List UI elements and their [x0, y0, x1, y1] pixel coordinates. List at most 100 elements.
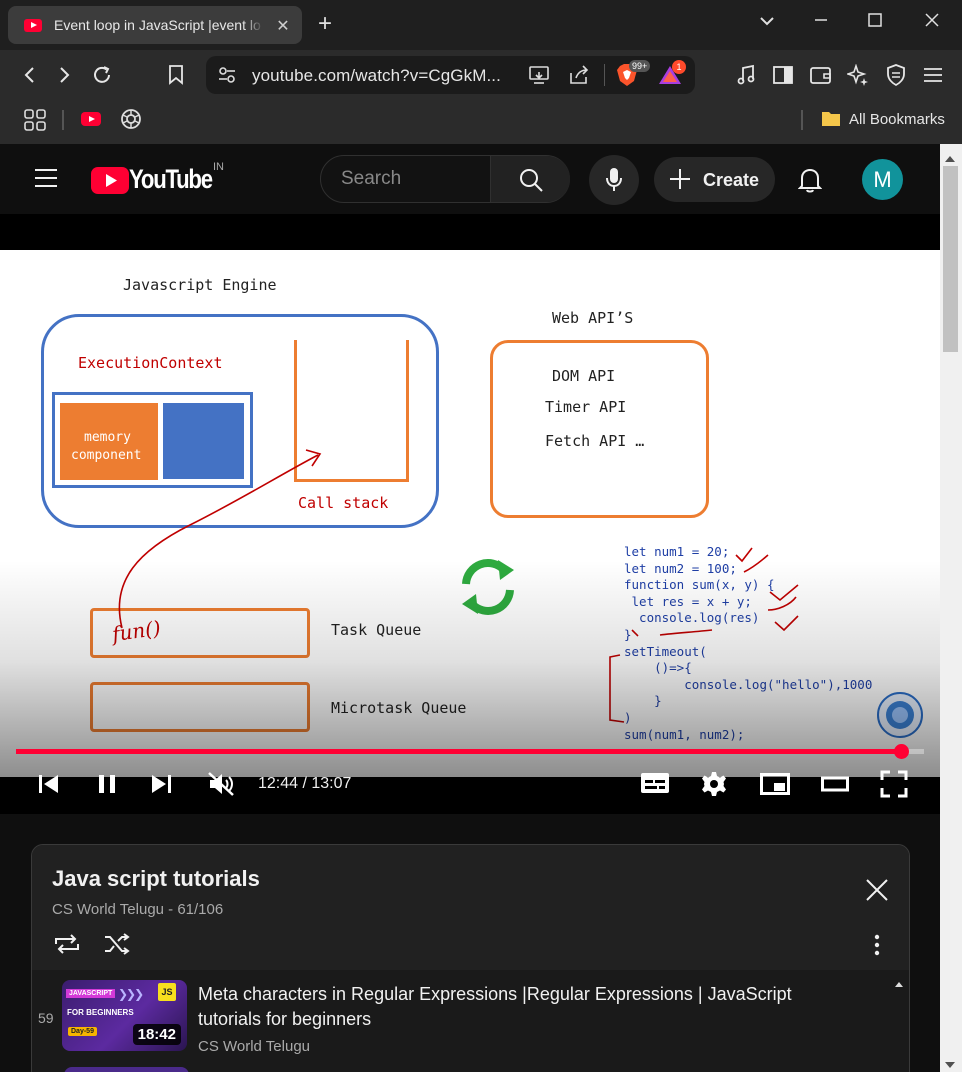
- close-playlist-icon[interactable]: [865, 878, 889, 907]
- create-label: Create: [703, 170, 760, 190]
- next-item-thumbnail[interactable]: [64, 1067, 189, 1072]
- search-bar: [320, 155, 570, 203]
- music-icon[interactable]: [733, 62, 759, 88]
- youtube-favicon-icon: [24, 18, 42, 32]
- hamburger-menu-icon[interactable]: [34, 169, 58, 192]
- code-component-box: [163, 403, 244, 479]
- progress-bar-played[interactable]: [16, 749, 901, 754]
- time-display: 12:44 / 13:07: [258, 775, 352, 792]
- page-scrollbar[interactable]: [940, 144, 962, 1072]
- playlist-items: 59 JAVASCRIPT ❯❯❯ JS FOR BEGINNERS Day-5…: [32, 970, 909, 1072]
- settings-gear-icon[interactable]: [701, 771, 727, 802]
- minimize-button[interactable]: [806, 13, 836, 32]
- scroll-up-arrow-icon[interactable]: [944, 150, 956, 168]
- share-icon[interactable]: [568, 65, 590, 90]
- playlist-panel: Java script tutorials CS World Telugu - …: [31, 844, 910, 1072]
- code-line: }: [624, 627, 632, 642]
- bookmarks-divider-right: [801, 110, 803, 130]
- search-box: [321, 156, 491, 202]
- thumb-js-logo: JS: [158, 983, 176, 1001]
- miniplayer-icon[interactable]: [760, 772, 790, 801]
- playlist-subtitle[interactable]: CS World Telugu - 61/106: [52, 901, 224, 918]
- call-stack-box: [294, 340, 409, 482]
- leo-ai-icon[interactable]: [845, 62, 871, 88]
- shields-badge: 99+: [629, 60, 651, 72]
- reload-button[interactable]: [89, 62, 115, 88]
- video-frame-slide: Javascript Engine ExecutionContext memor…: [0, 250, 940, 777]
- microphone-icon: [605, 167, 623, 198]
- browser-titlebar: Event loop in JavaScript |event lo ✕ +: [0, 0, 962, 50]
- notifications-bell-icon[interactable]: [797, 167, 823, 198]
- loop-playlist-icon[interactable]: [53, 933, 81, 960]
- playlist-title[interactable]: Java script tutorials: [52, 866, 260, 891]
- address-bar[interactable]: youtube.com/watch?v=CgGkM... 99+ 1: [206, 56, 695, 94]
- youtube-logo-icon[interactable]: [91, 167, 129, 199]
- code-line: ): [624, 710, 632, 725]
- subtitles-icon[interactable]: [640, 771, 670, 800]
- scroll-down-arrow-icon[interactable]: [944, 1056, 956, 1072]
- youtube-bookmark-icon[interactable]: [81, 112, 101, 126]
- close-window-button[interactable]: [917, 13, 947, 32]
- cast-icon[interactable]: [528, 65, 550, 90]
- next-icon[interactable]: [149, 772, 173, 801]
- voice-search-button[interactable]: [589, 155, 639, 205]
- brave-rewards-icon[interactable]: [658, 65, 682, 90]
- code-line: function sum(x, y) {: [624, 577, 775, 593]
- all-bookmarks-link[interactable]: All Bookmarks: [849, 111, 945, 128]
- panel-scroll-up-icon[interactable]: [894, 975, 904, 993]
- apps-grid-icon[interactable]: [24, 109, 46, 136]
- playlist-item-channel[interactable]: CS World Telugu: [198, 1038, 311, 1055]
- create-button[interactable]: Create: [654, 157, 775, 202]
- thumb-day: Day-59: [68, 1027, 97, 1036]
- maximize-button[interactable]: [860, 13, 890, 32]
- web-apis-label: Web API’S: [552, 309, 634, 327]
- tab-list-chevron-icon[interactable]: [752, 13, 782, 31]
- url-divider: [604, 64, 605, 86]
- js-engine-label: Javascript Engine: [123, 276, 277, 294]
- wallet-icon[interactable]: [808, 62, 834, 88]
- memory-component-box: [60, 403, 158, 480]
- code-line: setTimeout(: [624, 643, 707, 659]
- video-duration-badge: 18:42: [132, 1024, 181, 1045]
- back-button[interactable]: [16, 62, 42, 88]
- code-line: let num2 = 100;: [624, 560, 737, 576]
- fullscreen-icon[interactable]: [880, 770, 908, 803]
- web-apis-box: [490, 340, 709, 518]
- code-line: let res = x + y;: [624, 593, 752, 609]
- code-line: ()=>{: [624, 660, 692, 676]
- site-settings-icon[interactable]: [218, 66, 236, 89]
- search-button[interactable]: [490, 156, 570, 202]
- muted-volume-icon[interactable]: [207, 771, 235, 802]
- account-avatar[interactable]: M: [862, 159, 903, 200]
- tab-close-icon[interactable]: ✕: [276, 18, 290, 35]
- thumb-tag: JAVASCRIPT: [66, 989, 116, 998]
- code-line: console.log(res): [624, 610, 760, 626]
- pause-icon[interactable]: [95, 772, 119, 801]
- bookmark-icon[interactable]: [163, 62, 189, 88]
- previous-icon[interactable]: [37, 772, 61, 801]
- bookmarks-divider: [62, 110, 64, 130]
- vpn-shield-icon[interactable]: [883, 62, 909, 88]
- playlist-item-thumbnail[interactable]: JAVASCRIPT ❯❯❯ JS FOR BEGINNERS Day-59 1…: [62, 980, 187, 1051]
- forward-button[interactable]: [52, 62, 78, 88]
- youtube-logo-text[interactable]: YouTube: [129, 164, 213, 194]
- timer-api-label: Timer API: [545, 398, 627, 416]
- code-line: }: [624, 693, 662, 709]
- page-scrollbar-thumb[interactable]: [943, 166, 958, 352]
- search-input[interactable]: [341, 168, 481, 190]
- sidebar-toggle-icon[interactable]: [770, 62, 796, 88]
- playlist-item-index: 59: [38, 1010, 54, 1026]
- code-line: let num1 = 20;: [624, 544, 730, 559]
- progress-scrubber-handle[interactable]: [894, 744, 909, 759]
- chatgpt-bookmark-icon[interactable]: [120, 108, 142, 135]
- more-options-icon[interactable]: [874, 934, 880, 961]
- js-engine-box: [41, 314, 439, 528]
- new-tab-button[interactable]: +: [318, 10, 333, 37]
- shuffle-playlist-icon[interactable]: [103, 933, 131, 960]
- dom-api-label: DOM API: [552, 367, 616, 385]
- browser-tab-active[interactable]: Event loop in JavaScript |event lo ✕: [8, 6, 302, 44]
- playlist-item-title[interactable]: Meta characters in Regular Expressions |…: [198, 984, 792, 1029]
- theater-mode-icon[interactable]: [821, 773, 849, 800]
- menu-icon[interactable]: [920, 62, 946, 88]
- playlist-item[interactable]: 59 JAVASCRIPT ❯❯❯ JS FOR BEGINNERS Day-5…: [32, 970, 892, 1065]
